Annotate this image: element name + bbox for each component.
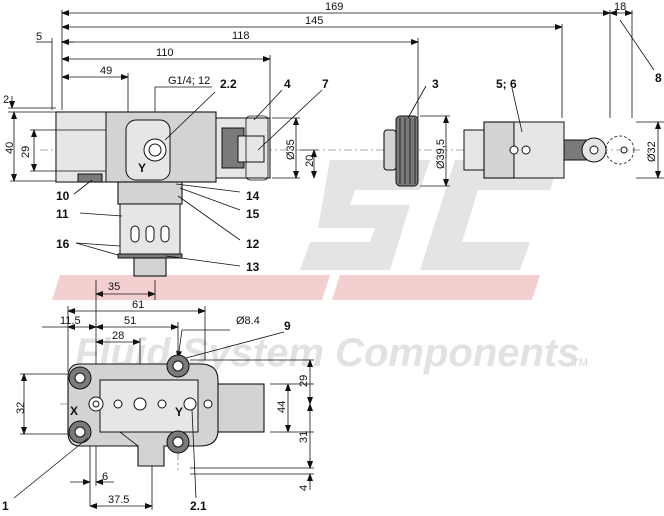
watermark-logo: [52, 160, 560, 300]
port-10: [77, 173, 103, 183]
dim-32: 32: [15, 402, 27, 414]
callout-3: 3: [432, 77, 439, 91]
dim-29b: 29: [298, 375, 310, 387]
dim-thread: G1/4; 12: [168, 75, 210, 87]
watermark-tm: TM: [572, 357, 588, 369]
dim-31: 31: [298, 431, 310, 443]
callout-8: 8: [655, 71, 662, 85]
callout-5-6: 5; 6: [496, 77, 517, 91]
knurled-wheel: [395, 115, 419, 187]
callout-14: 14: [246, 189, 260, 203]
port-center: [133, 397, 147, 411]
dim-44: 44: [276, 401, 288, 413]
roller-outline: [605, 135, 635, 165]
callout-10: 10: [56, 189, 70, 203]
dim-40: 40: [4, 142, 16, 154]
callout-13: 13: [246, 260, 260, 274]
dim-20: 20: [304, 155, 316, 167]
dim-dia8-4: Ø8.4: [236, 315, 260, 327]
extension-lines-top: [51, 10, 633, 118]
cylinder-stem-13: [133, 257, 167, 277]
dimension-lines-bottom: 35 61 11.5 51 Ø8.4 28 32 29 44 31: [15, 280, 314, 510]
valve-cylinder-lower: [117, 181, 183, 277]
callout-leaders-top: [73, 19, 655, 267]
dia8-4-leader: [176, 329, 183, 359]
dim-51: 51: [124, 315, 136, 327]
dim-49: 49: [100, 65, 112, 77]
dim-dia32: Ø32: [646, 141, 658, 162]
lever-frame-4: [245, 115, 269, 181]
callout-1: 1: [2, 499, 9, 513]
dim-145: 145: [305, 15, 323, 27]
dim-dia39-5: Ø39,5: [435, 139, 447, 169]
dim-dia35: Ø35: [285, 139, 297, 160]
port-label-x: X: [70, 404, 78, 418]
dim-169: 169: [325, 1, 343, 13]
dim-28: 28: [112, 330, 124, 342]
dim-5: 5: [36, 31, 42, 43]
callout-9: 9: [284, 319, 291, 333]
dim-37-5: 37.5: [108, 494, 129, 506]
dim-29: 29: [20, 146, 32, 158]
callouts-top: 2.2 4 7 3 5; 6 8 10 11 14 15 16 12 13: [56, 71, 662, 274]
port-label-y-top: Y: [138, 161, 146, 175]
dim-35: 35: [108, 281, 120, 293]
valve-body-side: Y: [55, 111, 271, 183]
cylinder-neck: [117, 181, 183, 205]
callout-2-1: 2.1: [190, 499, 207, 513]
callout-15: 15: [246, 207, 260, 221]
callout-7: 7: [322, 77, 329, 91]
shaft-end: [237, 135, 265, 163]
seal-ring-16: [117, 253, 183, 259]
callout-4: 4: [284, 77, 291, 91]
hex-nut: [463, 129, 485, 171]
mounting-plate-view: X Y: [67, 354, 265, 467]
roller-actuator-5-6: [463, 121, 635, 179]
callout-16: 16: [56, 237, 70, 251]
dim-4: 4: [298, 485, 310, 491]
dim-110: 110: [156, 47, 174, 59]
port-label-y-plate: Y: [175, 405, 183, 419]
callouts-bottom: 9 1 2.1: [2, 319, 291, 513]
dim-11-5: 11.5: [60, 315, 81, 327]
watermark: Fluid System Components TM: [52, 160, 588, 375]
port-y-plate: [183, 397, 197, 411]
dim-61: 61: [132, 299, 144, 311]
callout-12: 12: [246, 237, 260, 251]
dim-6: 6: [102, 471, 108, 483]
handwheel-3: [383, 115, 419, 187]
dim-2: 2: [3, 94, 9, 106]
callout-11: 11: [56, 207, 69, 221]
callout-2-2: 2.2: [220, 77, 237, 91]
dim-18: 18: [614, 1, 626, 13]
left-block: [55, 111, 107, 183]
dim-118: 118: [232, 30, 250, 42]
